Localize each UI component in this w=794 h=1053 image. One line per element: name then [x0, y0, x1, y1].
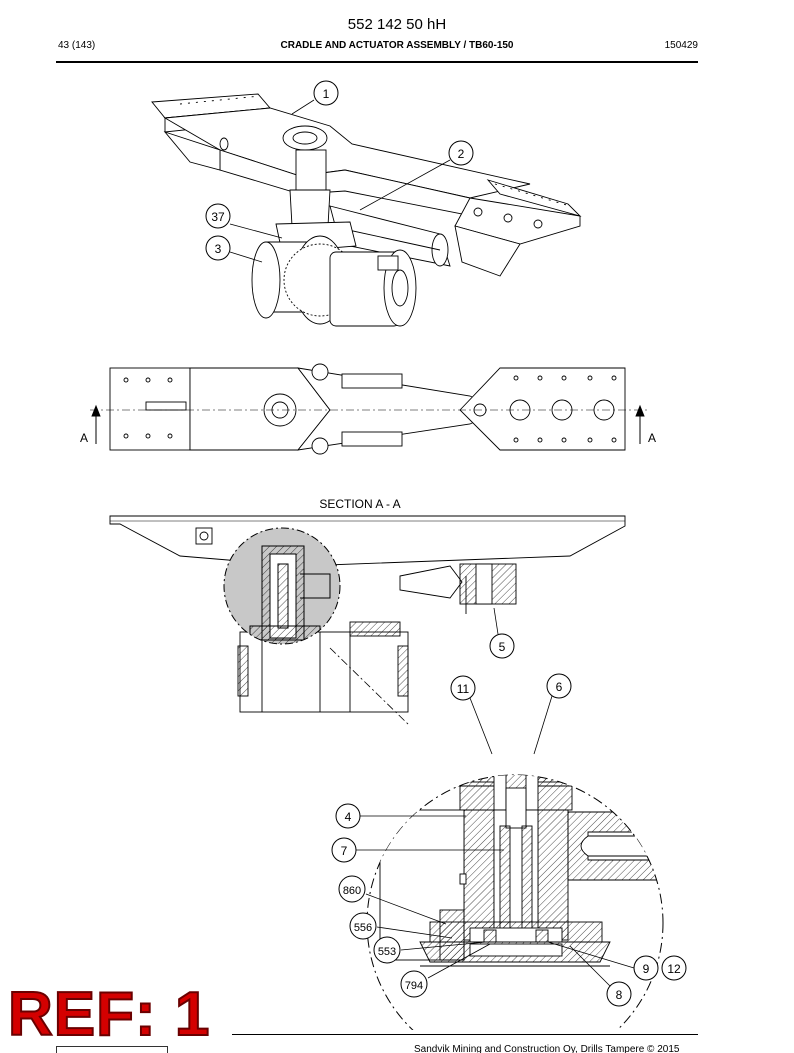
- callout-6: 6: [533, 673, 572, 755]
- callout-553-label: 553: [378, 946, 396, 958]
- page-title: CRADLE AND ACTUATOR ASSEMBLY / TB60-150: [280, 40, 514, 51]
- section-marker-left: A: [80, 431, 88, 445]
- plan-view: [90, 363, 648, 455]
- ref-stamp: REF: 1: [7, 980, 211, 1049]
- callout-1-label: 1: [323, 87, 330, 101]
- page-number: 43 (143): [58, 40, 96, 51]
- callout-8-label: 8: [616, 988, 623, 1002]
- callout-1: 1: [291, 80, 339, 115]
- callout-7: 7: [331, 837, 504, 863]
- revision-date: 150429: [664, 40, 698, 51]
- callout-7-label: 7: [341, 844, 348, 858]
- logo-strip: [56, 1046, 168, 1053]
- callout-4-label: 4: [345, 810, 352, 824]
- callout-860-label: 860: [343, 885, 361, 897]
- callout-3: 3: [205, 235, 263, 263]
- callout-3-label: 3: [215, 242, 222, 256]
- section-title: SECTION A - A: [319, 497, 400, 511]
- isometric-view: [151, 93, 582, 327]
- callout-12-label: 12: [667, 962, 681, 976]
- footer-rule: [232, 1034, 698, 1035]
- callout-794: 794: [400, 943, 491, 998]
- detail-marker-small: [223, 527, 341, 645]
- callout-5: 5: [489, 607, 515, 659]
- callout-2: 2: [359, 140, 474, 211]
- footer-copyright: Sandvik Mining and Construction Oy, Dril…: [414, 1044, 680, 1053]
- callout-5-label: 5: [499, 640, 506, 654]
- callout-11-label: 11: [457, 682, 470, 696]
- callout-4: 4: [335, 803, 466, 829]
- callout-9-label: 9: [643, 962, 650, 976]
- callout-37-label: 37: [211, 210, 225, 224]
- callout-556: 556: [349, 912, 453, 940]
- callout-860: 860: [338, 875, 447, 925]
- callout-8: 8: [569, 945, 632, 1007]
- callout-12: 12: [661, 955, 687, 981]
- callout-9: 9: [547, 941, 659, 981]
- section-marker-right: A: [648, 431, 656, 445]
- doc-number: 552 142 50 hH: [347, 16, 447, 33]
- callout-794-label: 794: [405, 980, 423, 992]
- callout-11: 11: [450, 675, 493, 755]
- detail-view: 11 6 4 7 860 556 553: [331, 673, 687, 1030]
- callout-6-label: 6: [556, 680, 563, 694]
- technical-drawing: 1 2 37 3: [0, 66, 794, 1030]
- callout-37: 37: [205, 203, 283, 239]
- callout-553: 553: [373, 936, 487, 964]
- callout-2-label: 2: [458, 147, 465, 161]
- callout-556-label: 556: [354, 922, 372, 934]
- header-rule: [56, 61, 698, 63]
